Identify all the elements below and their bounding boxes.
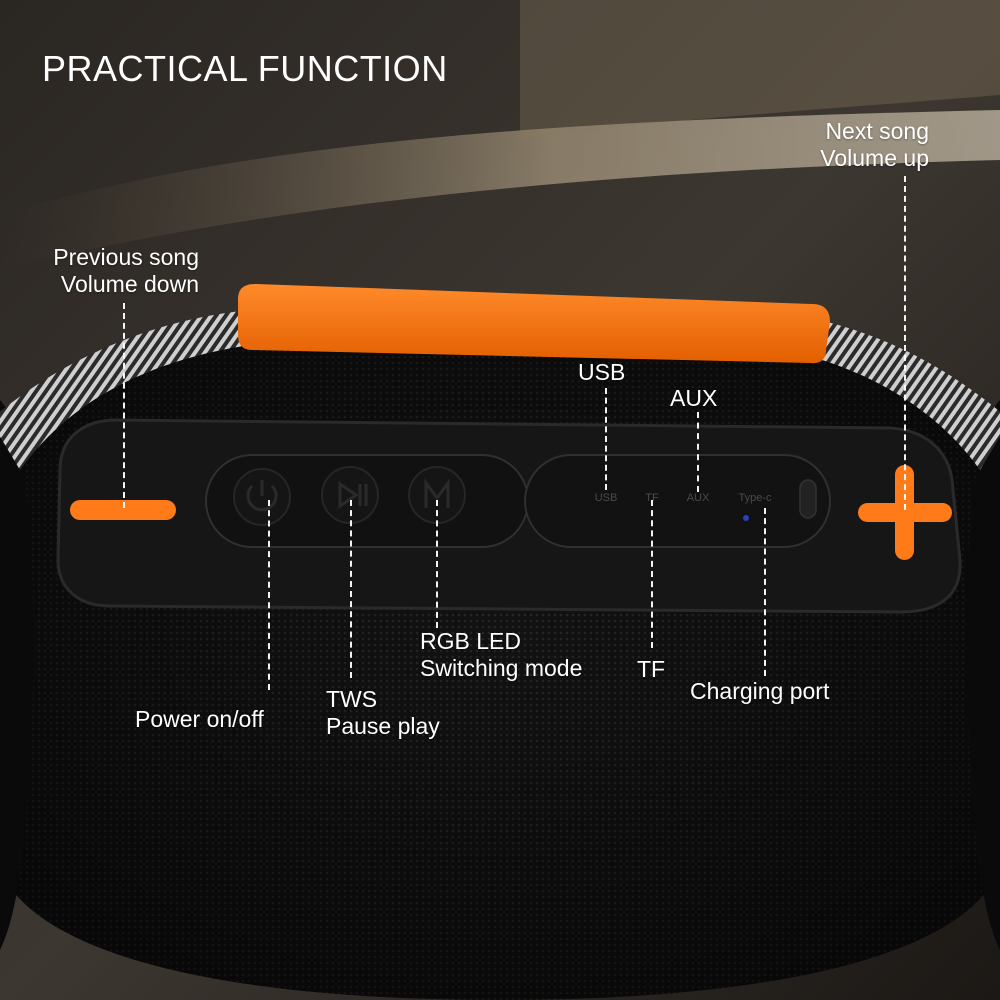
label-previous-song: Previous song Volume down <box>20 244 199 298</box>
label-rgb-led-line1: RGB LED <box>420 628 521 654</box>
usb-port-marking: USB <box>595 492 618 504</box>
aux-port-marking: AUX <box>687 492 710 504</box>
label-next-song: Next song Volume up <box>760 118 929 172</box>
port-cover-tab <box>799 479 817 519</box>
label-next-song-line1: Next song <box>825 118 929 144</box>
label-previous-song-line2: Volume down <box>60 271 199 297</box>
label-previous-song-line1: Previous song <box>53 244 199 270</box>
leader-tws <box>350 500 352 678</box>
label-power: Power on/off <box>135 706 264 732</box>
leader-next <box>904 176 906 510</box>
leader-usb <box>605 388 607 490</box>
tf-port-marking: TF <box>645 492 659 504</box>
power-glyph <box>246 484 278 512</box>
port-cover <box>524 454 831 548</box>
label-rgb-led: RGB LED Switching mode <box>420 628 582 682</box>
page-title: PRACTICAL FUNCTION <box>42 48 448 89</box>
label-usb: USB <box>578 359 626 385</box>
typec-port-marking: Type-c <box>738 492 772 504</box>
volume-plus-vertical <box>895 465 914 560</box>
label-rgb-led-line2: Switching mode <box>420 655 583 681</box>
label-tws-line2: Pause play <box>326 713 440 739</box>
label-charging-port: Charging port <box>690 678 830 704</box>
leader-rgb <box>436 500 438 628</box>
label-aux: AUX <box>670 385 718 411</box>
left-end-cap <box>0 400 34 950</box>
background-glow-top <box>520 0 1000 140</box>
leader-prev <box>123 303 125 508</box>
status-led <box>743 515 749 521</box>
handle-orange <box>238 284 830 364</box>
leader-charging <box>764 508 766 676</box>
label-next-song-line2: Volume up <box>820 145 929 171</box>
leader-tf <box>651 500 653 648</box>
power-button <box>233 468 291 526</box>
left-strap <box>0 310 250 470</box>
volume-minus-button <box>70 500 176 520</box>
leader-aux <box>697 412 699 492</box>
label-tf: TF <box>637 656 666 682</box>
right-end-cap <box>966 400 1000 950</box>
label-tws: TWS Pause play <box>326 686 440 740</box>
leader-power <box>268 500 270 690</box>
label-tws-line1: TWS <box>326 686 378 712</box>
background-glow-arc <box>0 110 1000 270</box>
